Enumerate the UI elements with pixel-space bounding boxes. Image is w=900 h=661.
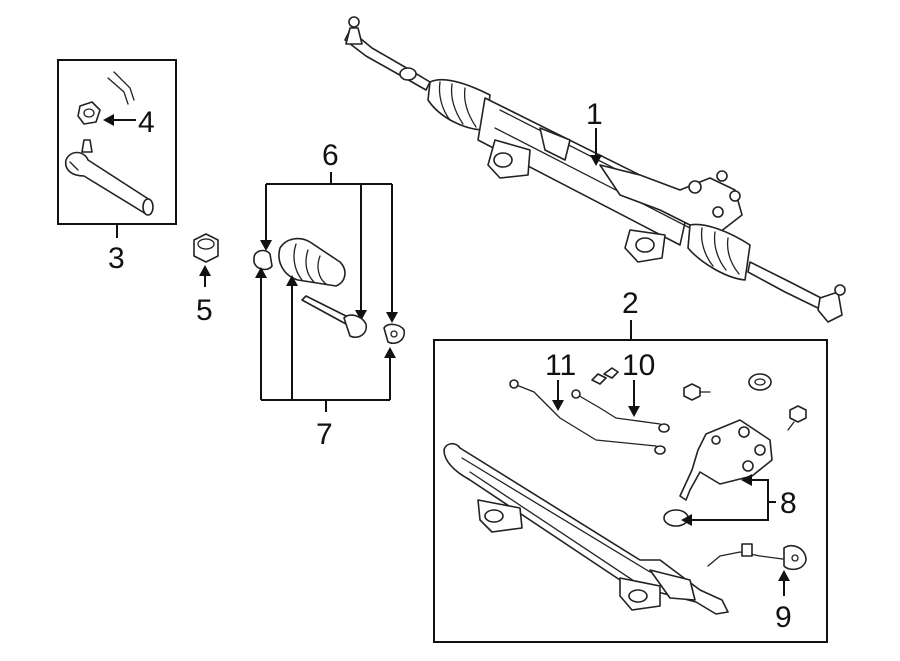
rack-housing[interactable] [443, 442, 729, 615]
mounting-bolt-a[interactable] [591, 367, 619, 385]
callout-10-arrowhead [628, 406, 640, 417]
callout-9: 9 [775, 601, 792, 634]
callout-6-bracket [265, 172, 393, 312]
pressure-sensor-harness[interactable] [707, 543, 807, 571]
part-2-box [433, 339, 828, 643]
callout-3: 3 [108, 242, 125, 275]
mounting-bolt-c[interactable] [787, 405, 807, 431]
callout-4-arrowhead [103, 114, 114, 126]
callout-8-arrowhead-valve [741, 474, 752, 486]
jam-nut[interactable] [193, 233, 219, 263]
tie-rod-end-nut[interactable] [77, 101, 101, 125]
callout-1-arrowhead [590, 155, 602, 166]
steering-rack-assembly[interactable] [344, 16, 846, 323]
fluid-line-long[interactable] [509, 379, 666, 455]
callout-8-bracket [690, 479, 776, 521]
callout-6: 6 [322, 139, 339, 172]
callout-7-bracket [260, 276, 391, 412]
callout-6-arrowhead-clamp [260, 240, 272, 251]
mounting-bolt-b[interactable] [683, 383, 711, 401]
callout-6-arrowhead-rod [355, 310, 367, 321]
fluid-line-short[interactable] [571, 389, 670, 433]
callout-8: 8 [780, 487, 797, 520]
part-3-box [57, 59, 177, 225]
callout-7-arrowhead-clamp [255, 267, 267, 278]
tie-rod-end[interactable] [64, 139, 154, 216]
callout-8-arrowhead-oring [681, 514, 692, 526]
cotter-pin[interactable] [107, 71, 135, 105]
callout-7: 7 [316, 418, 333, 451]
o-ring[interactable] [663, 509, 689, 527]
callout-11: 11 [545, 349, 576, 382]
callout-5-arrowhead [199, 265, 211, 276]
lock-washer[interactable] [383, 323, 406, 345]
callout-7-arrowhead-washer [384, 347, 396, 358]
callout-5: 5 [196, 294, 213, 327]
valve-body[interactable] [679, 419, 773, 501]
callout-6-arrowhead-washer [386, 312, 398, 323]
callout-1: 1 [586, 98, 603, 131]
inner-tie-rod[interactable] [301, 295, 368, 339]
seal-ring[interactable] [748, 373, 772, 391]
boot-clamp-small[interactable] [253, 249, 273, 271]
callout-7-arrowhead-boot [286, 275, 298, 286]
callout-4: 4 [138, 106, 155, 139]
callout-9-arrowhead [778, 570, 790, 581]
rack-boot[interactable] [278, 237, 346, 287]
callout-2: 2 [622, 287, 639, 320]
callout-11-arrowhead [552, 400, 564, 411]
callout-10: 10 [622, 349, 655, 382]
